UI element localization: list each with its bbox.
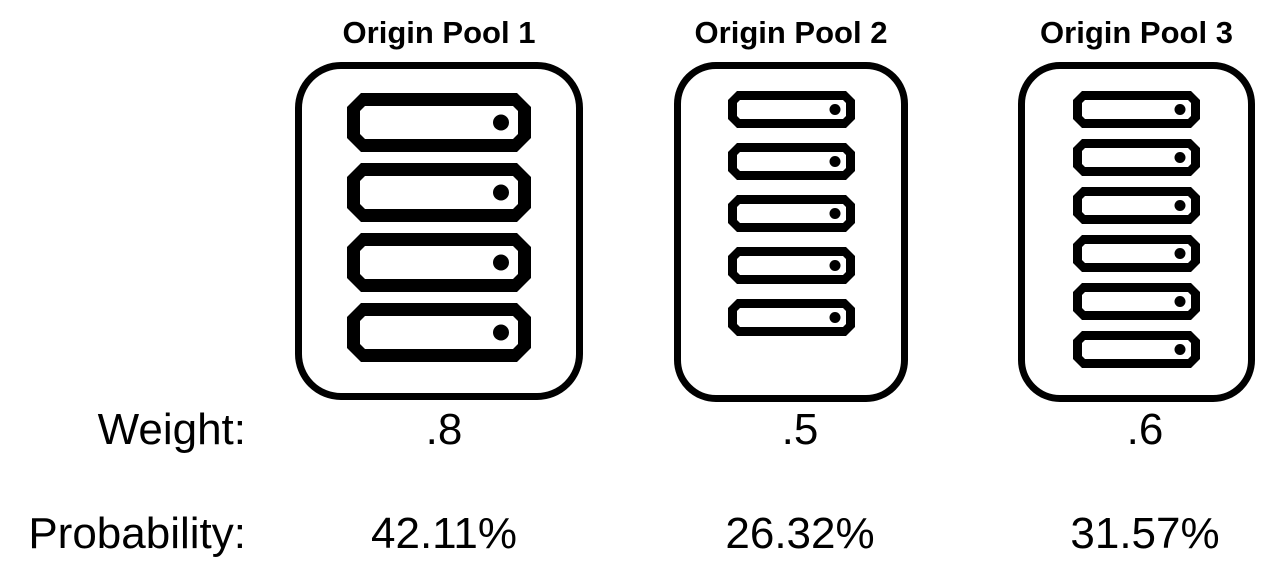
pool-1-weight-value: .8: [425, 405, 463, 454]
server-icon: [1073, 235, 1200, 272]
origin-pool-3-title: Origin Pool 3: [1040, 15, 1233, 50]
server-rack: [347, 93, 531, 362]
origin-pool-1-box: [295, 62, 583, 400]
origin-pool-2-title: Origin Pool 2: [694, 15, 888, 50]
server-icon: [1073, 283, 1200, 320]
server-icon: [727, 195, 855, 232]
server-icon: [727, 143, 855, 180]
origin-pool-1-title: Origin Pool 1: [342, 15, 536, 50]
pool-2-weight-value: .5: [781, 405, 819, 454]
probability-row-label: Probability:: [28, 509, 246, 558]
pool-3-weight-value: .6: [1126, 405, 1164, 454]
server-icon: [727, 91, 855, 128]
server-icon: [1073, 187, 1200, 224]
server-icon: [347, 303, 531, 362]
pool-2-probability-value: 26.32%: [725, 509, 875, 558]
server-icon: [727, 247, 855, 284]
server-icon: [1073, 91, 1200, 128]
server-icon: [727, 299, 855, 336]
origin-pool-2-box: [674, 62, 908, 402]
server-icon: [1073, 139, 1200, 176]
server-rack: [727, 91, 855, 336]
pool-3-probability-value: 31.57%: [1070, 509, 1220, 558]
server-icon: [347, 163, 531, 222]
weight-row-label: Weight:: [97, 405, 246, 454]
server-icon: [347, 93, 531, 152]
pool-1-probability-value: 42.11%: [371, 509, 517, 558]
origin-pool-3-box: [1018, 62, 1255, 402]
server-icon: [1073, 331, 1200, 368]
server-icon: [347, 233, 531, 292]
server-rack: [1073, 91, 1200, 368]
